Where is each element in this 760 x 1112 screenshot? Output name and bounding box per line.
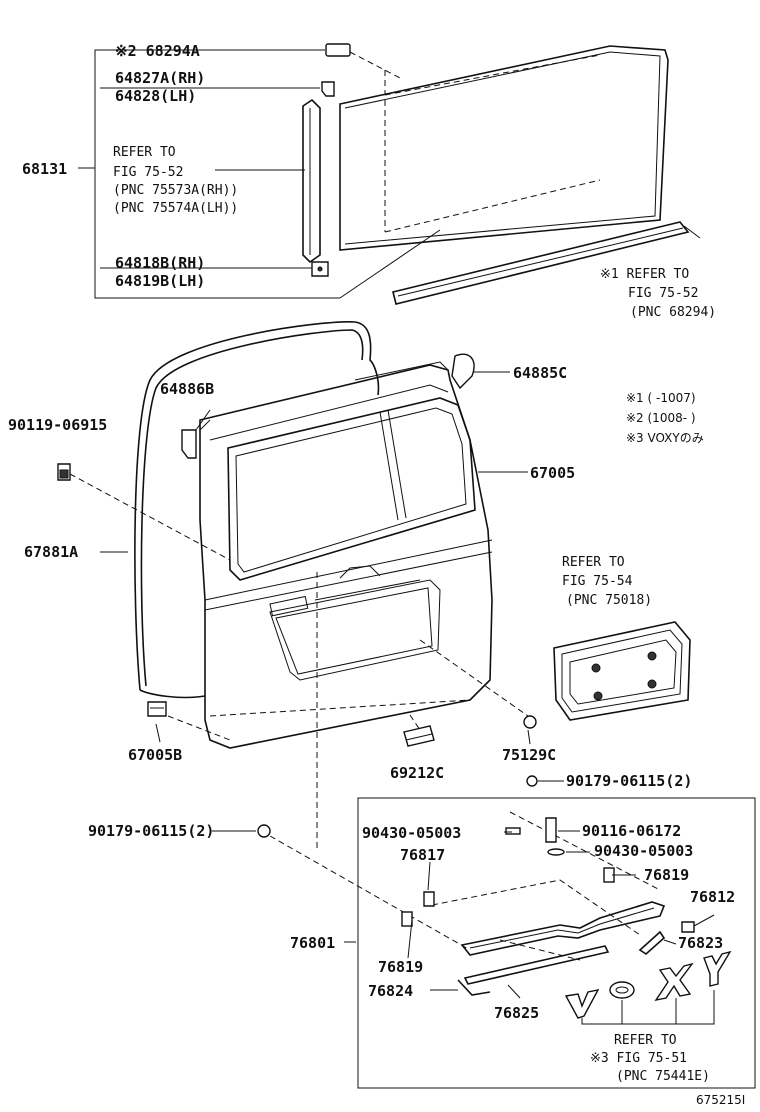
emblem-y-shape: [703, 950, 732, 987]
clip-76817-shape: [423, 891, 435, 907]
figure-id: 675215I: [696, 1093, 745, 1107]
label-90430-b: 90430-05003: [594, 842, 693, 860]
label-68294A: ※2 68294A: [115, 42, 200, 60]
label-ref-emb-3: (PNC 75441E): [616, 1069, 710, 1084]
clip-76819b-shape: [401, 911, 413, 927]
molding-68294-shape: [392, 221, 690, 305]
label-ref-emb-1: REFER TO: [614, 1033, 677, 1048]
cushion-75129C-shape: [523, 715, 537, 729]
weatherstrip-67881A-shape: [134, 321, 380, 691]
label-64828: 64828(LH): [115, 87, 196, 105]
note-1: ※1 ( -1007): [626, 391, 696, 405]
nut-90179-shape: [257, 824, 271, 838]
plate-frame-75018-shape: [553, 621, 691, 721]
label-ref-plate-3: (PNC 75018): [566, 593, 652, 608]
label-64819B: 64819B(LH): [115, 272, 205, 290]
labels: ※2 68294A 64827A(RH) 64828(LH) 68131 REF…: [8, 42, 745, 1107]
emblem-v-shape: [564, 989, 600, 1019]
strip-76824-shape: [457, 979, 491, 996]
label-76819-a: 76819: [644, 866, 689, 884]
label-90179-b: 90179-06115(2): [88, 822, 214, 840]
label-64885C: 64885C: [513, 364, 567, 382]
label-ref-glass-4: (PNC 75574A(LH)): [113, 201, 238, 216]
garnish-group: [212, 572, 756, 1089]
garnish-76801-shape: [460, 901, 666, 956]
label-ref-mold-1: ※1 REFER TO: [600, 267, 689, 282]
back-door-67005-shape: [199, 364, 493, 749]
note-3: ※3 VOXYのみ: [626, 431, 704, 445]
label-76801: 76801: [290, 934, 335, 952]
label-ref-glass-3: (PNC 75573A(RH)): [113, 183, 238, 198]
garnish-box: [357, 797, 756, 1089]
label-76817: 76817: [400, 846, 445, 864]
label-69212C: 69212C: [390, 764, 444, 782]
label-ref-glass-2: FIG 75-52: [113, 165, 183, 180]
clip-68294A-shape: [325, 43, 351, 57]
label-68131: 68131: [22, 160, 67, 178]
clip-76812-shape: [681, 921, 695, 933]
label-76825: 76825: [494, 1004, 539, 1022]
note-2: ※2 (1008- ): [626, 411, 696, 425]
stopper-64886B-shape: [181, 429, 197, 459]
label-ref-mold-2: FIG 75-52: [628, 286, 698, 301]
label-76812: 76812: [690, 888, 735, 906]
bolt-90116-shape: [545, 817, 557, 843]
label-67881A: 67881A: [24, 543, 78, 561]
back-door-group: [57, 321, 691, 749]
strip-76825-shape: [463, 945, 610, 985]
label-90179-a: 90179-06115(2): [566, 772, 692, 790]
label-67005: 67005: [530, 464, 575, 482]
bumper-67005B-shape: [147, 701, 167, 717]
label-ref-plate-1: REFER TO: [562, 555, 625, 570]
label-76819-b: 76819: [378, 958, 423, 976]
label-90116: 90116-06172: [582, 822, 681, 840]
label-90430-a: 90430-05003: [362, 824, 461, 842]
label-ref-emb-2: ※3 FIG 75-51: [590, 1051, 687, 1066]
label-ref-plate-2: FIG 75-54: [562, 574, 633, 589]
label-75129C: 75129C: [502, 746, 556, 764]
label-76823: 76823: [678, 934, 723, 952]
label-64827A: 64827A(RH): [115, 69, 205, 87]
label-76824: 76824: [368, 982, 413, 1000]
weatherstrip-68131-shape: [302, 98, 321, 264]
strip-76823-shape: [638, 930, 666, 956]
label-90119: 90119-06915: [8, 416, 107, 434]
glass-group: [78, 43, 701, 305]
label-67005B: 67005B: [128, 746, 182, 764]
label-ref-mold-3: (PNC 68294): [630, 305, 716, 320]
stopper-64885C-shape: [451, 353, 475, 390]
clip-64827A-shape: [321, 81, 335, 97]
emblem-x-shape: [654, 962, 694, 1002]
label-64886B: 64886B: [160, 380, 214, 398]
emblem-o-shape: [609, 981, 635, 999]
handle-69212C-shape: [403, 725, 435, 747]
back-glass-shape: [339, 45, 669, 251]
label-ref-glass-1: REFER TO: [113, 145, 176, 160]
label-64818B: 64818B(RH): [115, 254, 205, 272]
